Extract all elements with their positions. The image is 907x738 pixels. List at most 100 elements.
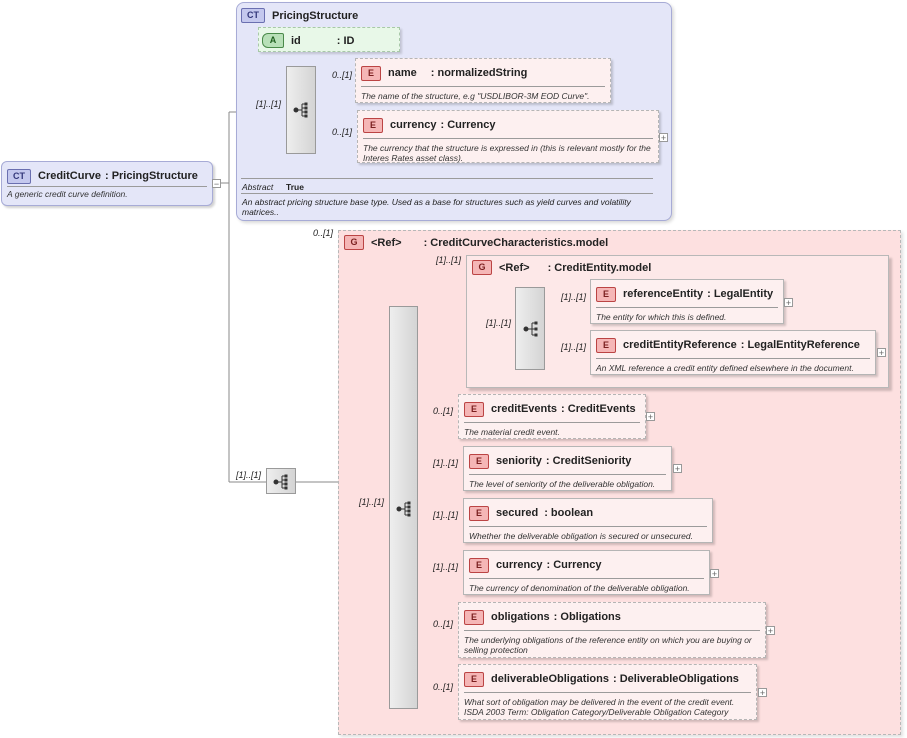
element-name-label: obligations <box>491 611 550 623</box>
seniority-cardinality: [1]..[1] <box>433 458 459 468</box>
element-badge: E <box>469 557 489 573</box>
base-title: PricingStructure <box>272 9 359 22</box>
element-currency-base[interactable]: E currency : Currency The currency that … <box>357 110 659 163</box>
obligations-cardinality: 0..[1] <box>433 619 454 629</box>
element-name-label: creditEvents <box>491 403 558 415</box>
root-doc: A generic credit curve definition. <box>7 189 128 199</box>
element-badge: E <box>464 609 484 625</box>
entity-group-ref: <Ref> <box>499 261 530 274</box>
element-type: : Currency <box>440 119 496 131</box>
element-badge: E <box>596 337 616 353</box>
element-badge: E <box>464 401 484 417</box>
element-type: : LegalEntity <box>707 288 774 300</box>
sequence-compositor-icon <box>293 102 308 118</box>
group-seq-cardinality: [1]..[1] <box>359 497 385 507</box>
element-reference-entity[interactable]: E referenceEntity : LegalEntity The enti… <box>590 279 784 324</box>
element-type: : DeliverableObligations <box>612 673 739 685</box>
element-badge: E <box>469 453 489 469</box>
abstract-label: Abstract <box>242 182 274 192</box>
element-seniority[interactable]: E seniority : CreditSeniority The level … <box>463 446 672 491</box>
element-currency[interactable]: E currency : Currency The currency of de… <box>463 550 710 595</box>
choice-cardinality: [1]..[1] <box>486 318 512 328</box>
complex-type-badge: CT <box>241 8 265 23</box>
expand-plus-icon[interactable]: + <box>766 626 775 636</box>
group-ref: <Ref> <box>371 236 402 249</box>
element-credit-events[interactable]: E creditEvents : CreditEvents The materi… <box>458 394 646 439</box>
credit-curve-root[interactable]: CT CreditCurve : PricingStructure A gene… <box>1 161 213 206</box>
element-doc: The level of seniority of the deliverabl… <box>469 479 656 489</box>
group-name: : CreditCurveCharacteristics.model <box>423 236 609 249</box>
group-sequence[interactable] <box>389 306 418 709</box>
choice-compositor-icon <box>523 321 538 337</box>
element-name-label: referenceEntity <box>623 288 704 300</box>
element-type: : LegalEntityReference <box>740 339 860 351</box>
element-name-label: secured <box>496 507 539 519</box>
element-type: : CreditEvents <box>561 403 636 415</box>
element-name-label: creditEntityReference <box>623 339 737 351</box>
attr-type: : ID <box>336 34 355 47</box>
group-cardinality: 0..[1] <box>313 228 334 238</box>
element-name-label: currency <box>390 119 437 131</box>
entity-group-name: : CreditEntity.model <box>547 261 652 274</box>
extension-sequence[interactable] <box>266 468 296 494</box>
expand-plus-icon[interactable]: + <box>784 298 793 308</box>
element-type: : CreditSeniority <box>545 455 632 467</box>
entity-group-cardinality: [1]..[1] <box>436 255 462 265</box>
entity-choice[interactable] <box>515 287 545 370</box>
group-badge: G <box>472 260 492 275</box>
expand-plus-icon[interactable]: + <box>673 464 682 474</box>
attr-name: id <box>291 34 301 47</box>
element-badge: E <box>469 505 489 521</box>
root-type: : PricingStructure <box>104 170 198 182</box>
element-type: : boolean <box>544 507 594 519</box>
element-obligations[interactable]: E obligations : Obligations The underlyi… <box>458 602 766 658</box>
element-credit-entity-reference[interactable]: E creditEntityReference : LegalEntityRef… <box>590 330 876 375</box>
ref-entity-ref-cardinality: [1]..[1] <box>561 342 587 352</box>
expand-plus-icon[interactable]: + <box>646 412 655 422</box>
element-secured[interactable]: E secured : boolean Whether the delivera… <box>463 498 713 543</box>
element-badge: E <box>464 671 484 687</box>
element-doc: An XML reference a credit entity defined… <box>596 363 854 373</box>
attribute-id[interactable]: A id : ID <box>258 27 400 52</box>
element-doc: The underlying obligations of the refere… <box>464 635 752 655</box>
currency-cardinality: 0..[1] <box>332 127 353 137</box>
ext-seq-cardinality: [1]..[1] <box>236 470 262 480</box>
credit-events-cardinality: 0..[1] <box>433 406 454 416</box>
element-badge: E <box>596 286 616 302</box>
element-name-label: name <box>388 67 417 79</box>
element-doc: What sort of obligation may be delivered… <box>464 697 735 717</box>
root-name: CreditCurve <box>38 170 101 182</box>
expand-plus-icon[interactable]: + <box>710 569 719 579</box>
base-doc: An abstract pricing structure base type.… <box>242 197 631 217</box>
base-sequence[interactable] <box>286 66 316 154</box>
element-doc: The currency that the structure is expre… <box>363 143 651 163</box>
element-type: : Currency <box>546 559 602 571</box>
collapse-minus-icon[interactable]: − <box>212 179 221 189</box>
element-type: : normalizedString <box>430 67 528 79</box>
element-doc: Whether the deliverable obligation is se… <box>469 531 693 541</box>
abstract-value: True <box>286 182 304 192</box>
element-name-label: seniority <box>496 455 542 467</box>
element-badge: E <box>363 117 383 133</box>
expand-plus-icon[interactable]: + <box>877 348 886 358</box>
currency-group-cardinality: [1]..[1] <box>433 562 459 572</box>
element-name[interactable]: E name : normalizedString The name of th… <box>355 58 611 103</box>
element-deliverable-obligations[interactable]: E deliverableObligations : DeliverableOb… <box>458 664 757 720</box>
element-name-label: currency <box>496 559 543 571</box>
element-doc: The name of the structure, e.g "USDLIBOR… <box>361 91 590 101</box>
base-seq-cardinality: [1]..[1] <box>256 99 282 109</box>
element-doc: The material credit event. <box>464 427 560 437</box>
complex-type-badge: CT <box>7 168 31 184</box>
sequence-compositor-icon <box>396 501 411 517</box>
element-type: : Obligations <box>553 611 621 623</box>
element-badge: E <box>361 65 381 81</box>
deliverable-obligations-cardinality: 0..[1] <box>433 682 454 692</box>
sequence-compositor-icon <box>273 474 288 490</box>
attribute-badge: A <box>262 33 284 48</box>
ref-entity-cardinality: [1]..[1] <box>561 292 587 302</box>
group-badge: G <box>344 235 364 250</box>
name-cardinality: 0..[1] <box>332 70 353 80</box>
expand-plus-icon[interactable]: + <box>758 688 767 698</box>
element-doc: The currency of denomination of the deli… <box>469 583 690 593</box>
expand-plus-icon[interactable]: + <box>659 133 668 143</box>
